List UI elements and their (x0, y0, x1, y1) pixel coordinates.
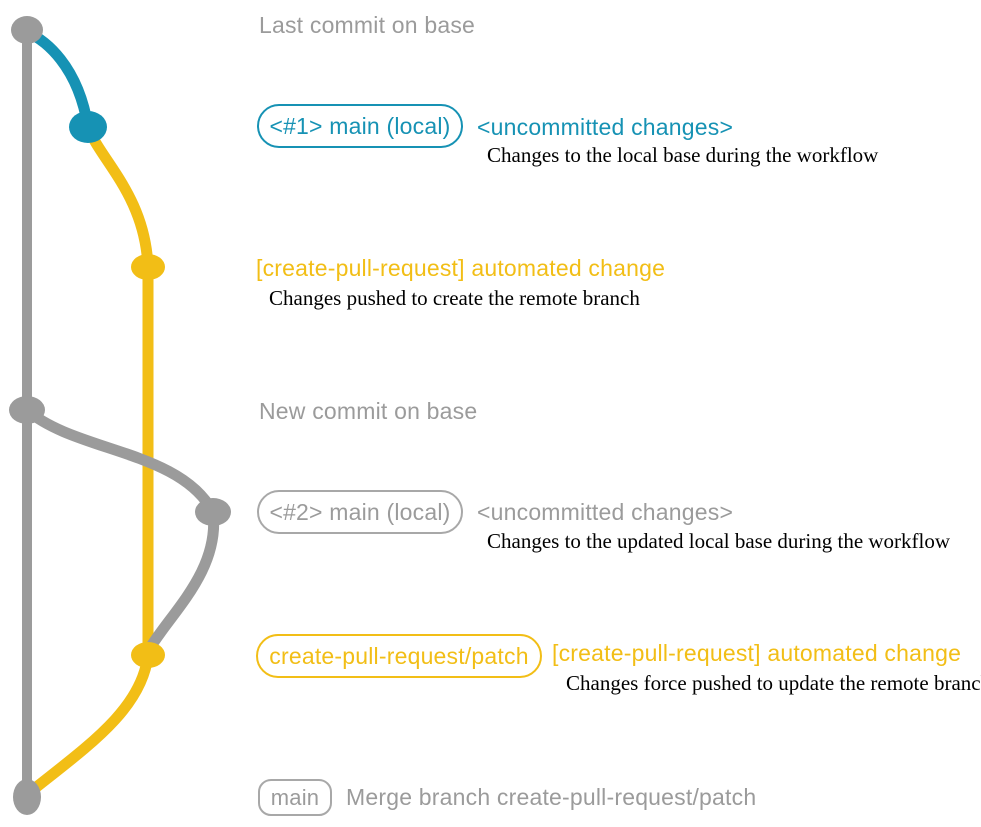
commit-dot-merge-on-base (13, 779, 41, 815)
commit-dot-last-commit-on-base (11, 16, 43, 44)
branch-tag-main-local-1: <#1> main (local) (257, 104, 463, 148)
branch-tag-main-local-2: <#2> main (local) (257, 490, 463, 534)
new-commit-label: New commit on base (259, 398, 478, 424)
commit-message-automated-change-2: [create-pull-request] automated change (552, 640, 962, 666)
local-main-to-patch-line (144, 506, 220, 654)
local-main-branch-line-1 (21, 26, 94, 133)
merge-commit-message: Merge branch create-pull-request/patch (346, 784, 757, 810)
branch-tag-main: main (258, 779, 332, 816)
patch-branch-merge-line (23, 649, 154, 799)
commit-dot-patch-2 (131, 642, 165, 668)
branch-graph (9, 16, 231, 815)
branch-tag-patch-label: create-pull-request/patch (269, 642, 529, 669)
caption-updated-local-base-changes: Changes to the updated local base during… (487, 529, 951, 553)
commit-dot-local-main-1 (69, 111, 107, 143)
local-main-branch-line-2 (21, 404, 219, 518)
last-commit-label: Last commit on base (259, 12, 476, 38)
commit-dot-patch-1 (131, 254, 165, 280)
patch-branch-line-top (82, 121, 154, 273)
commit-message-automated-change-1: [create-pull-request] automated change (256, 255, 666, 281)
uncommitted-changes-label-2: <uncommitted changes> (477, 499, 734, 525)
branch-tag-main-local-2-label: <#2> main (local) (269, 498, 451, 525)
commit-dot-new-commit-on-base (9, 396, 45, 424)
branch-tag-main-local-1-label: <#1> main (local) (269, 112, 451, 139)
branch-tag-patch: create-pull-request/patch (256, 634, 542, 678)
caption-push-create-remote-branch: Changes pushed to create the remote bran… (269, 286, 640, 310)
commit-dot-local-main-2 (195, 498, 231, 526)
caption-local-base-changes: Changes to the local base during the wor… (487, 143, 879, 167)
uncommitted-changes-label-1: <uncommitted changes> (477, 114, 734, 140)
caption-force-push-update-remote-branch: Changes force pushed to update the remot… (566, 671, 981, 695)
branch-tag-main-label: main (270, 784, 320, 810)
